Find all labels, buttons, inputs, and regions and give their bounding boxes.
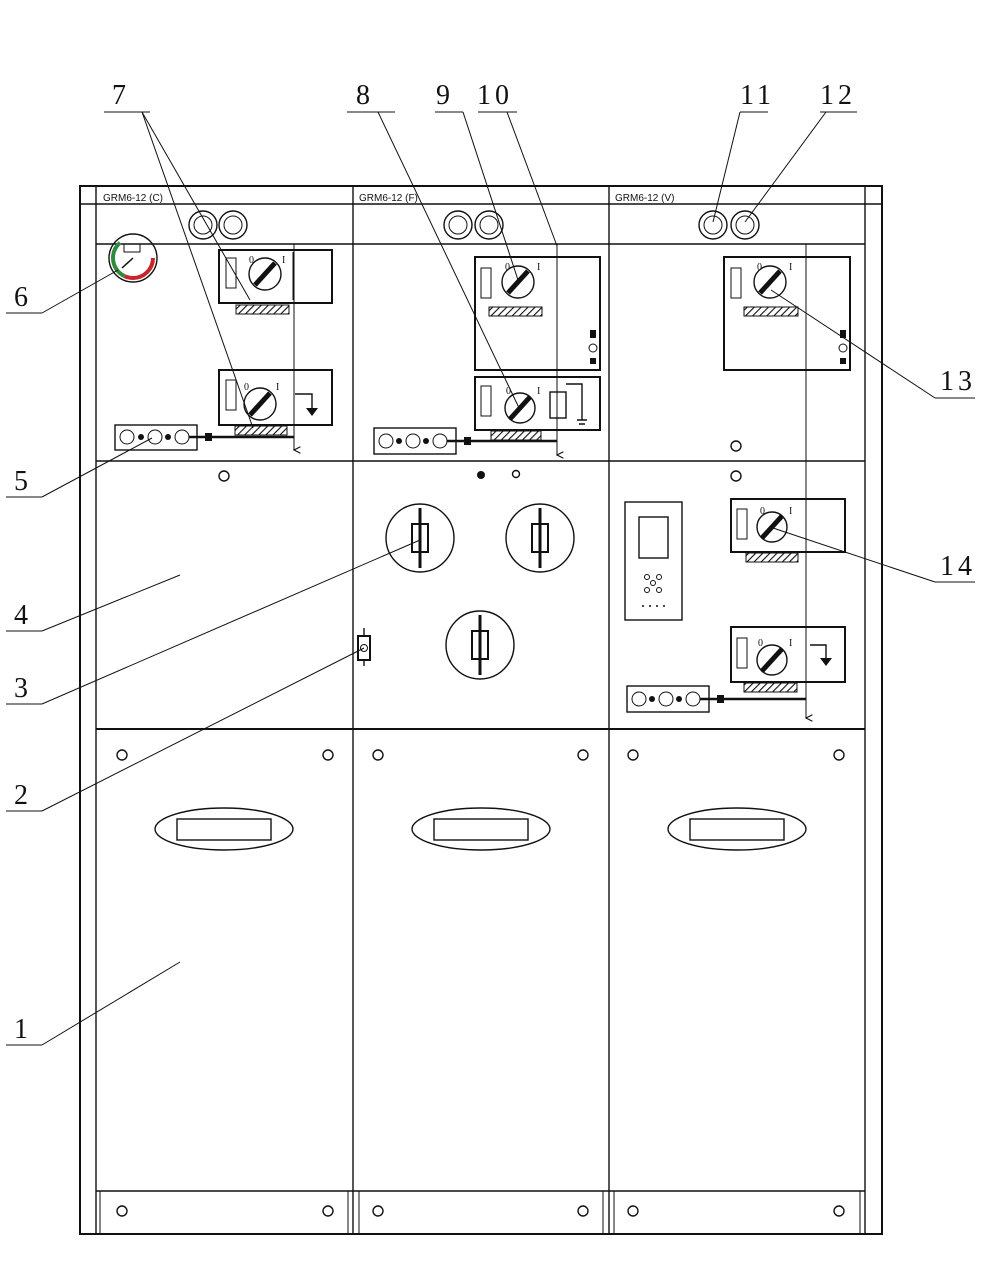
indicator-lights-c [188,210,248,240]
pressure-gauge [108,233,158,283]
indicator-lights-f [443,210,504,240]
mimic-strip-v [626,685,806,713]
callout-3: 3 [14,673,32,704]
mark-zero-f2: 0 [506,386,511,397]
panel-label-v: GRM6-12 (V) [615,193,674,204]
panel-label-f: GRM6-12 (F) [359,193,418,204]
callout-4: 4 [14,600,32,631]
mark-one-v3: I [789,638,792,649]
callout-2: 2 [14,780,32,811]
mechanism-v-lower: 0 I [730,626,846,693]
mechanism-f-lower: 0 I [474,376,601,441]
mark-zero-v1: 0 [757,262,762,273]
door-handle-c [154,807,294,851]
door-handle-f [411,807,551,851]
mark-one-v1: I [789,262,792,273]
mark-zero-v3: 0 [758,638,763,649]
door-handle-v [667,807,807,851]
callout-9: 9 [436,80,454,111]
callout-8: 8 [356,80,374,111]
mimic-strip-f [373,427,557,455]
mechanism-c-upper: 0 I [218,249,333,315]
callout-14: 14 [940,551,976,582]
mark-one-f1: I [537,262,540,273]
mechanism-v-upper: 0 I [723,256,851,371]
callout-10: 10 [477,80,513,111]
callout-11: 11 [740,80,775,111]
mark-zero-c1: 0 [249,255,254,266]
mark-zero-v2: 0 [760,506,765,517]
cabinet-frame [79,185,883,1235]
panel-label-c: GRM6-12 (C) [103,193,163,204]
callout-13: 13 [940,366,976,397]
callout-7: 7 [112,80,130,111]
leader-lines [6,111,975,1046]
callout-1: 1 [14,1014,32,1045]
indicator-lights-v [698,210,760,240]
fuse-holder-3 [445,610,515,680]
mark-one-v2: I [789,506,792,517]
bolt-holes [116,440,845,1217]
callout-5: 5 [14,466,32,497]
callout-6: 6 [14,282,32,313]
fuse-holder-1 [385,503,455,573]
mark-one-c2: I [276,382,279,393]
mechanism-c-lower: 0 I [218,369,333,436]
protection-relay [624,501,683,621]
callout-12: 12 [820,80,856,111]
mechanism-f-upper: 0 I [474,256,601,371]
mark-one-f2: I [537,386,540,397]
door-lock [357,628,371,666]
mark-one-c1: I [282,255,285,266]
mimic-strip-c [114,424,294,451]
mark-zero-f1: 0 [505,262,510,273]
mechanism-v-middle: 0 I [730,498,846,563]
fuse-holder-2 [505,503,575,573]
mark-zero-c2: 0 [244,382,249,393]
